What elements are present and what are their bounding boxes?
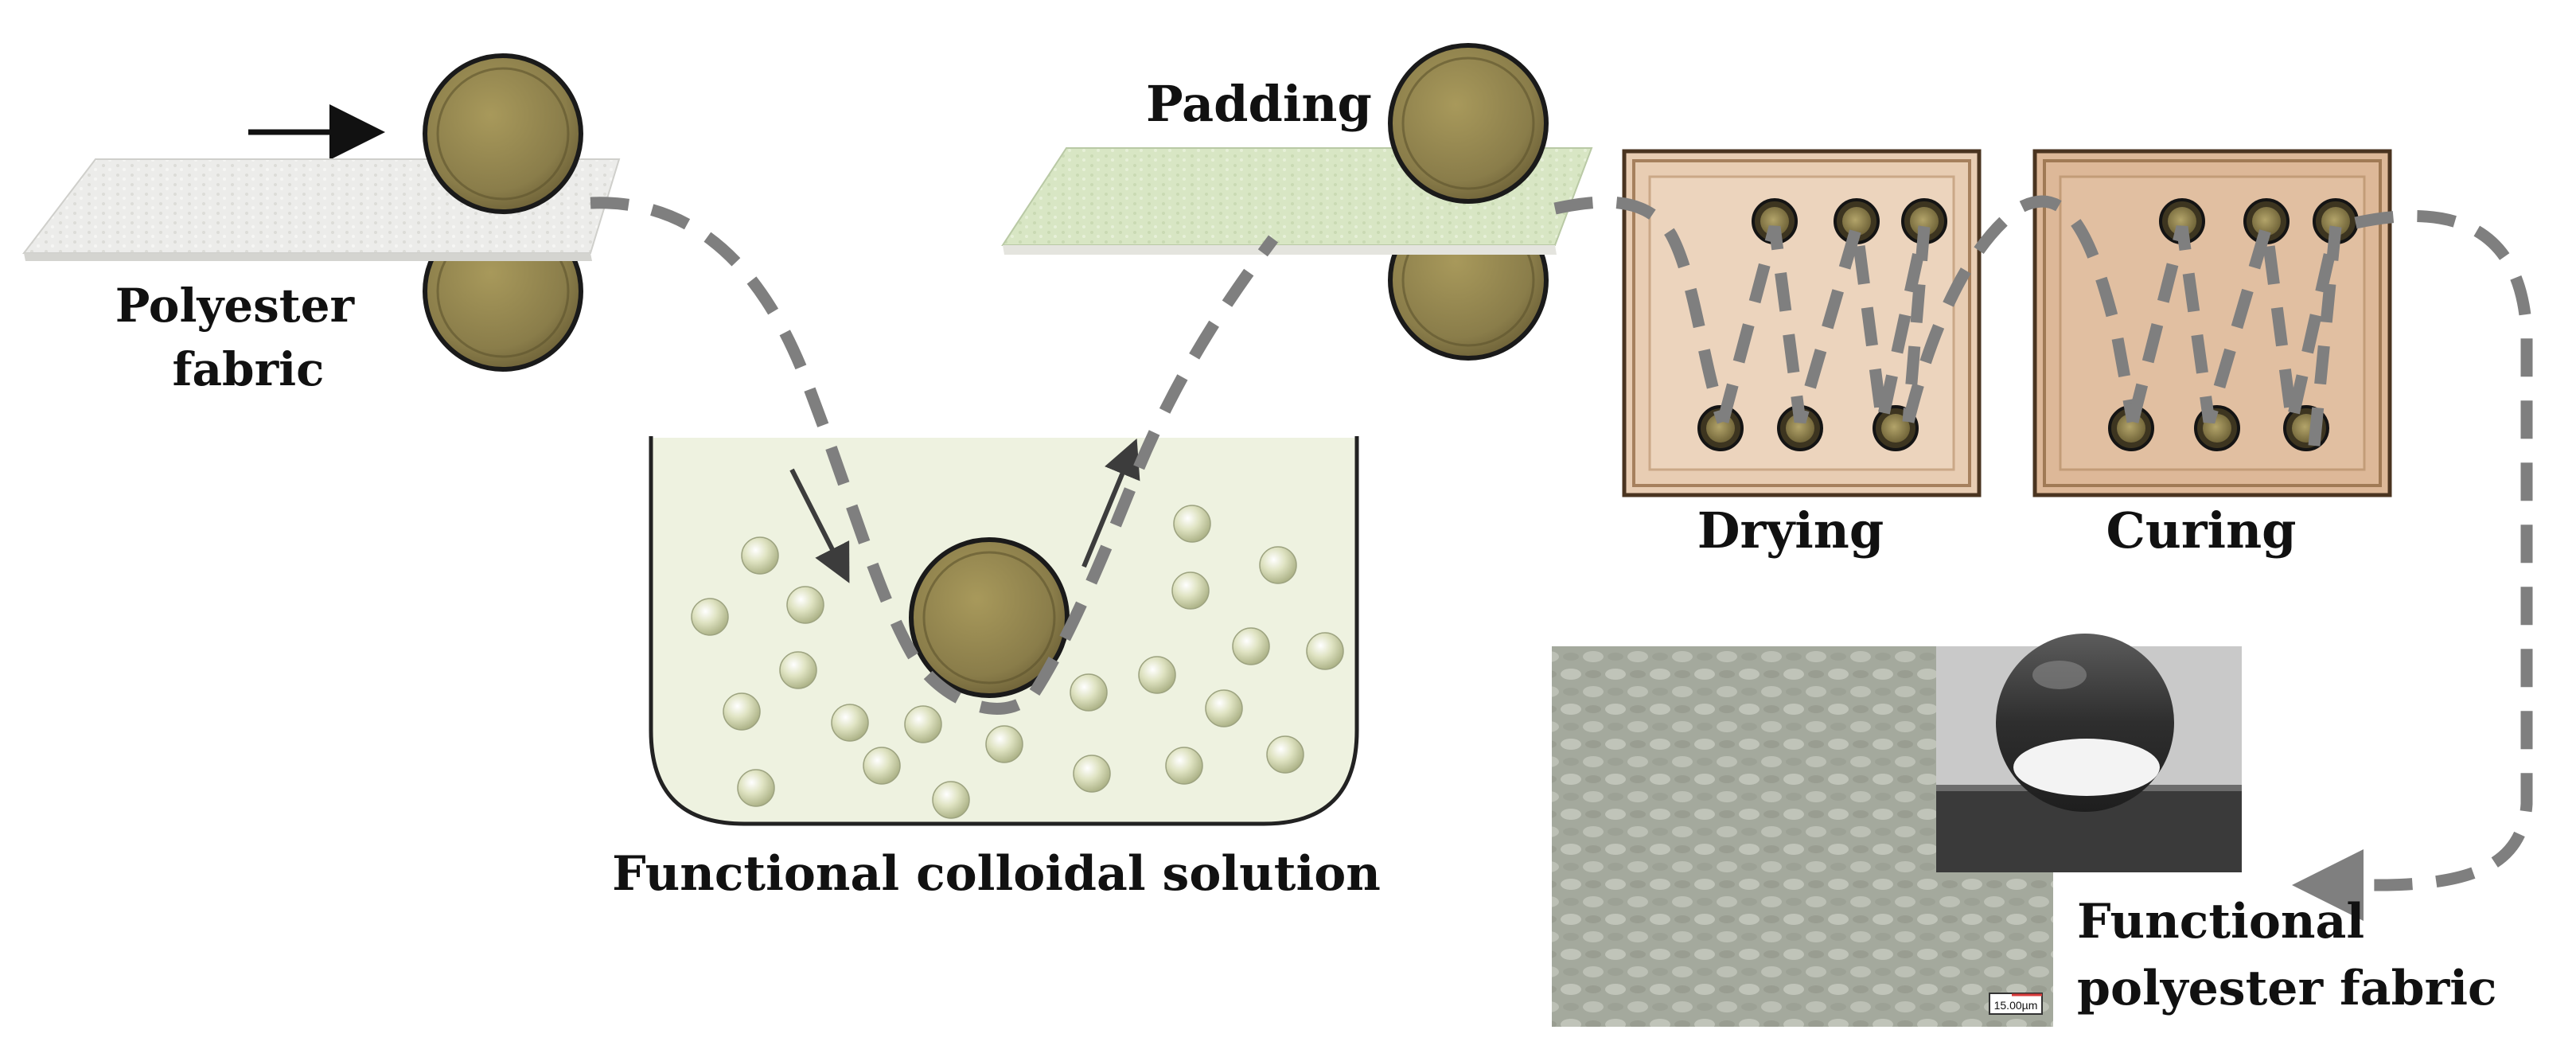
colloidal-particle [1173,505,1211,543]
padding-stage: Padding [1001,43,1593,361]
colloidal-bath: Functional colloidal solution [612,436,1381,902]
colloidal-particle [1138,656,1176,694]
path-curing-zigzag [2126,224,2342,447]
colloidal-particle [1259,546,1297,584]
bath-guide-roller [909,537,1070,698]
path-drying-zigzag [1717,224,1931,424]
colloidal-particle [1232,627,1270,665]
water-contact-angle-photo [1936,634,2242,872]
colloidal-particle [1266,735,1304,774]
curing-roller-core [2168,207,2196,236]
colloidal-particle [1205,689,1243,727]
svg-text:15.00µm: 15.00µm [1994,999,2038,1012]
colloidal-particle [985,725,1023,763]
path-to-final-product [2292,210,2533,921]
curing-label: Curing [2106,501,2296,560]
colloidal-particle [723,692,761,731]
padding-top-roller [1388,43,1549,204]
curing-roller-core [2321,207,2350,236]
colloidal-particle [779,651,817,689]
colloidal-particle [737,769,775,807]
path-into-drying [1553,196,1729,424]
colloidal-particle [831,704,869,742]
colloidal-particle [691,598,729,636]
colloidal-particle [932,781,970,819]
polyester-fabric-label: Polyester fabric [115,279,370,396]
functional-polyester-fabric-label: Functional polyester fabric [2077,894,2497,1016]
colloidal-solution-label: Functional colloidal solution [612,846,1381,902]
drying-roller-core [1760,207,1789,236]
immersion-up-arrow [1081,438,1140,568]
colloidal-particles [691,505,1344,819]
colloidal-particle [741,536,779,575]
colloidal-particle [1171,571,1210,610]
drying-label: Drying [1697,501,1884,560]
curing-chamber: Curing [2032,149,2392,560]
path-drying-to-curing [1902,195,2139,423]
input-stage: Polyester fabric [21,53,621,396]
colloidal-particle [863,747,901,785]
drying-roller-core [1842,207,1871,236]
colloidal-particle [1306,632,1344,670]
colloidal-particle [786,586,824,624]
padding-label: Padding [1146,75,1372,133]
left-top-roller [423,53,583,214]
colloidal-particle [1165,747,1203,785]
path-into-bath [590,197,1039,715]
fabric-path [590,195,2533,921]
path-out-of-bath [1029,235,1279,696]
drying-roller-core [1910,207,1939,236]
colloidal-particle [904,705,942,743]
drying-roller-core [1786,414,1814,443]
colloidal-particle [1070,673,1108,712]
curing-roller-core [2252,207,2281,236]
immersion-down-arrow [789,468,850,583]
final-product: 15.00µm Functional polyester fabric [1552,634,2497,1027]
scale-bar: 15.00µm [1989,993,2043,1015]
colloidal-particle [1073,755,1111,793]
